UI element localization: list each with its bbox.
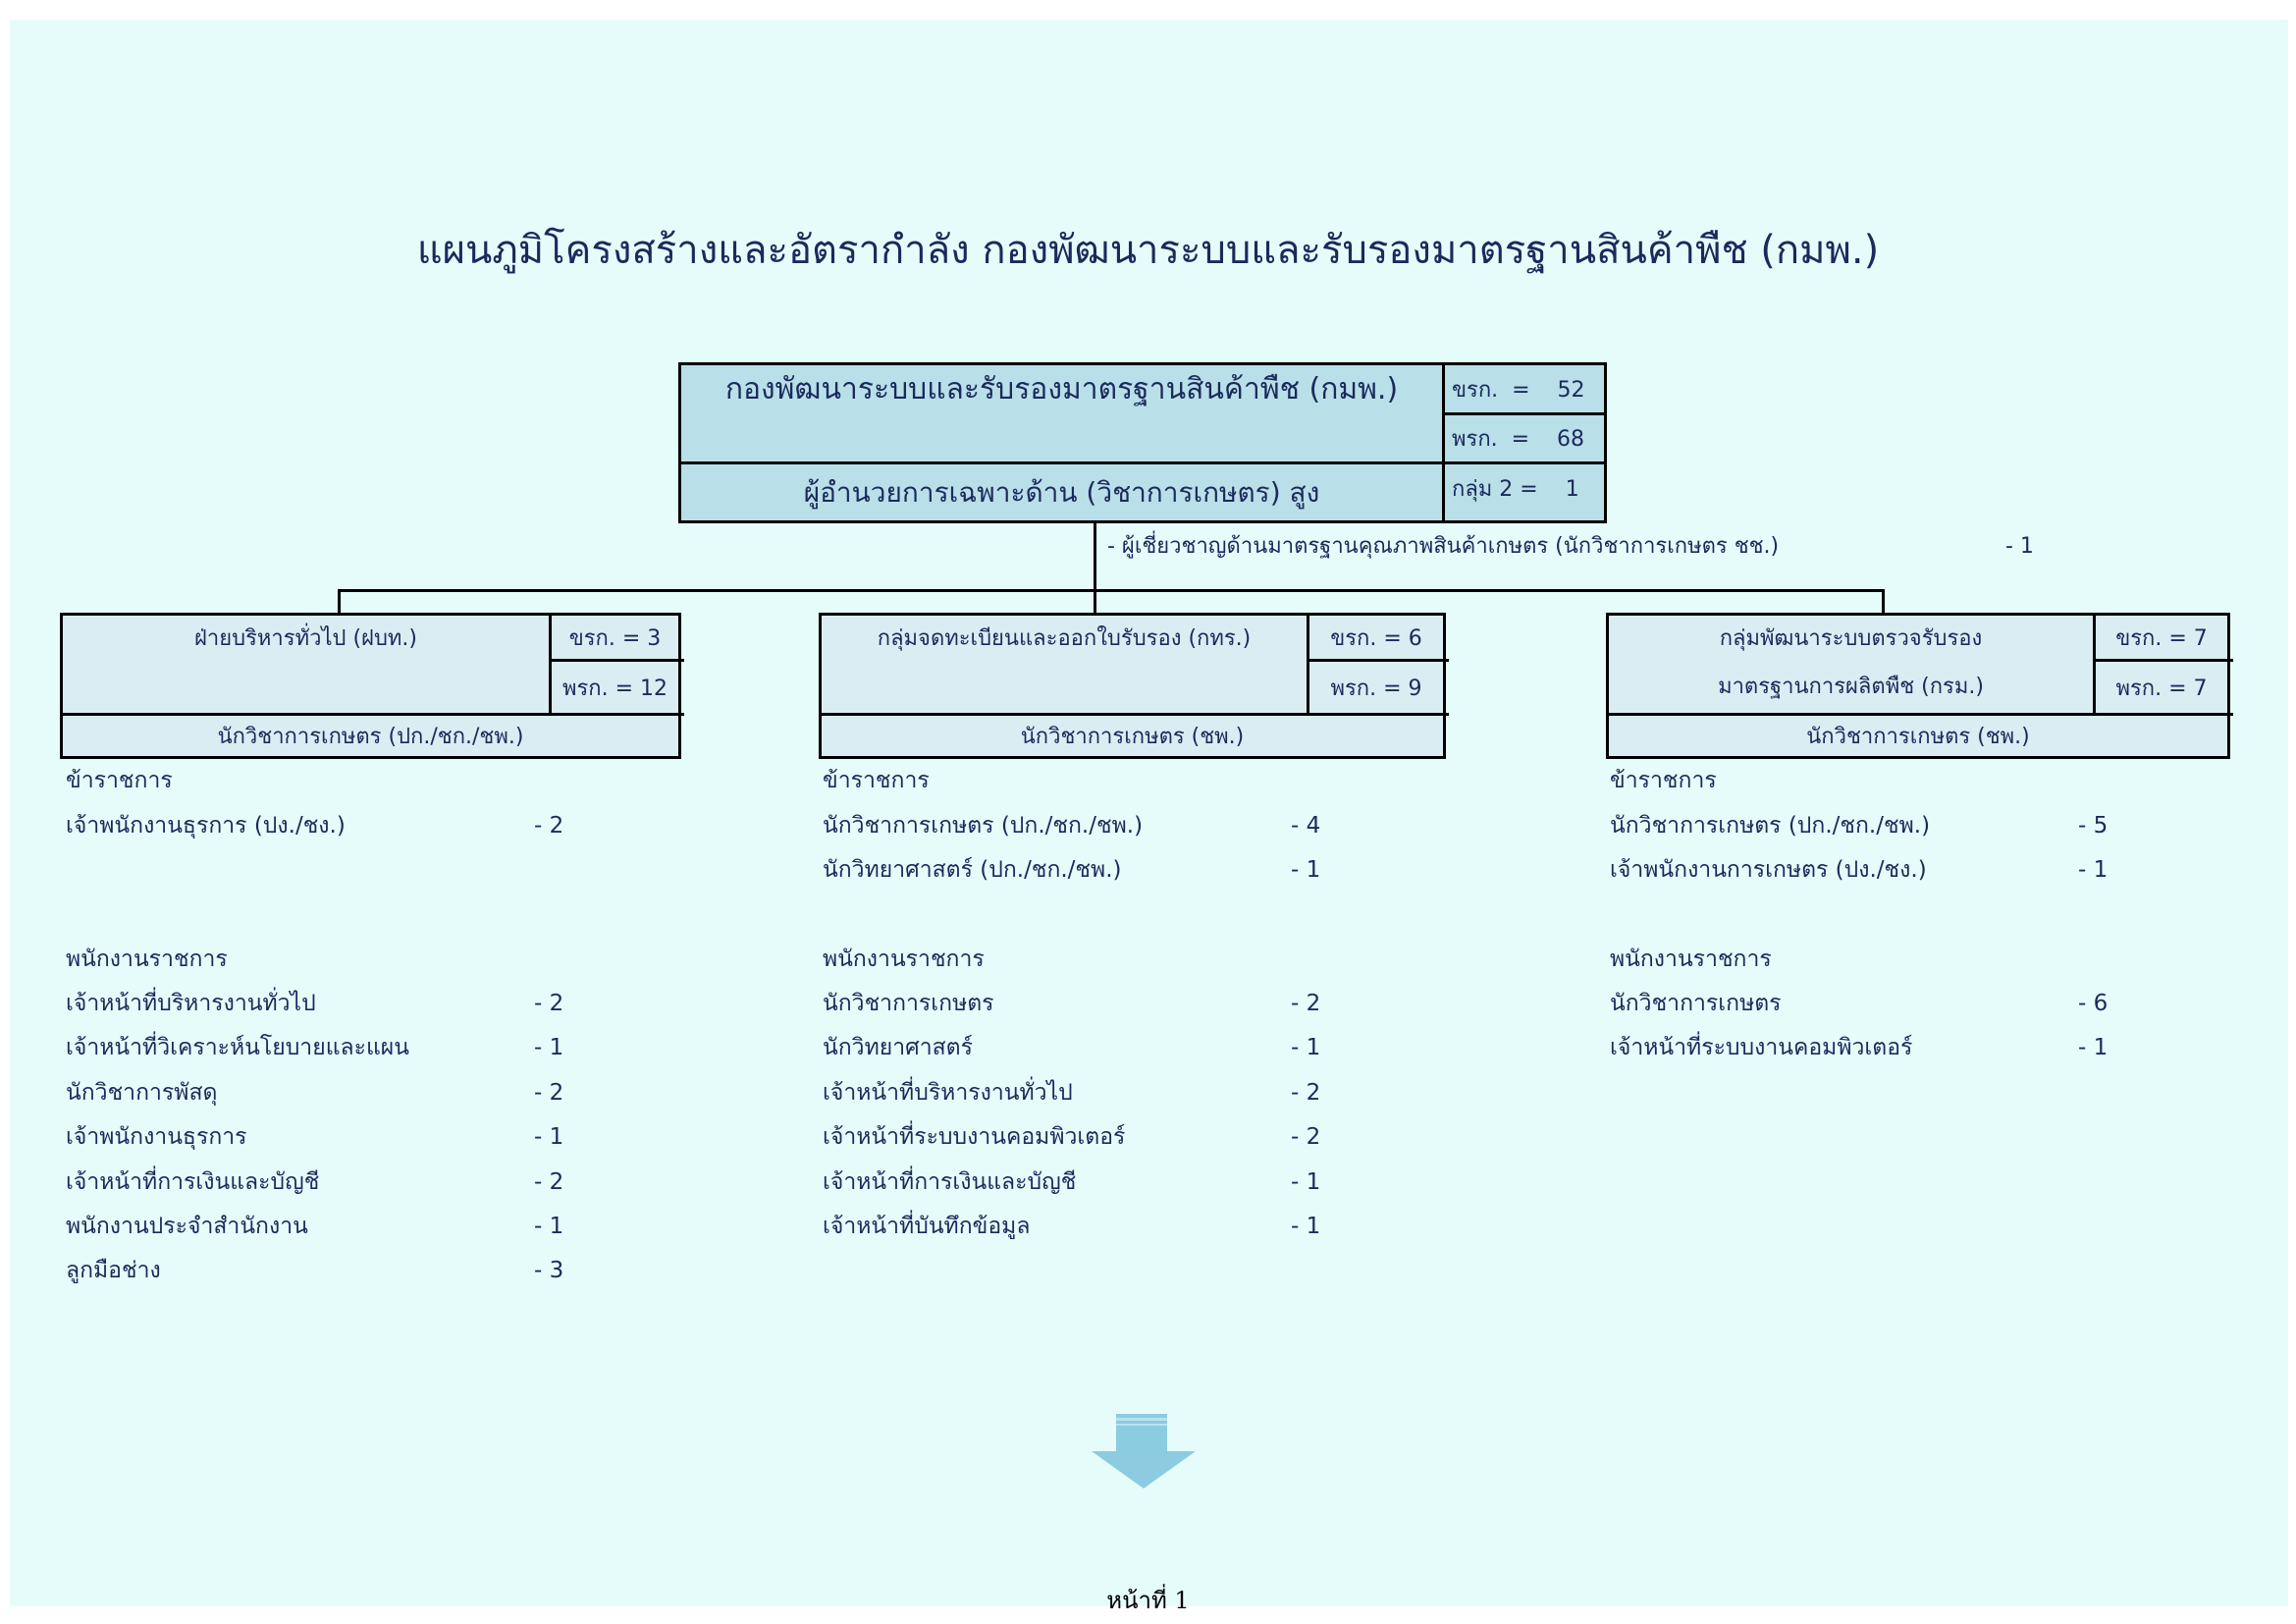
list-item-title: เจ้าพนักงานธุรการ (ปง./ชง.) — [66, 813, 346, 839]
list-item-count: - 1 — [1291, 1168, 1321, 1195]
list-item-count: - 4 — [1291, 813, 1321, 839]
list-item-title: นักวิทยาศาสตร์ (ปก./ชก./ชพ.) — [823, 857, 1122, 884]
unit-name-line1: ฝ่ายบริหารทั่วไป (ฝบท.) — [194, 625, 417, 651]
expert-note: - ผู้เชี่ยวชาญด้านมาตรฐานคุณภาพสินค้าเกษ… — [1107, 534, 1780, 559]
page-number: หน้าที่ 1 — [1106, 1587, 1190, 1614]
unit-box: กลุ่มพัฒนาระบบตรวจรับรอง มาตรฐานการผลิตพ… — [1606, 613, 2233, 759]
list-item-count: - 1 — [2078, 857, 2109, 884]
list-item-title: นักวิชาการเกษตร — [823, 991, 994, 1016]
list-item-title: เจ้าหน้าที่ระบบงานคอมพิวเตอร์ — [1610, 1035, 1913, 1061]
list-item-count: - 1 — [1291, 857, 1321, 884]
list-item-count: - 1 — [1291, 1214, 1321, 1239]
connector-vertical-main — [1094, 523, 1096, 614]
list-item-count: - 2 — [534, 991, 564, 1016]
unit-box: ฝ่ายบริหารทั่วไป (ฝบท.) ขรก. = 3 พรก. = … — [60, 613, 684, 759]
list-item-title: นักวิทยาศาสตร์ — [823, 1035, 973, 1061]
main-unit-name: กองพัฒนาระบบและรับรองมาตรฐานสินค้าพืช (ก… — [724, 371, 1399, 406]
list-item-count: - 2 — [1291, 1124, 1321, 1151]
unit-employees-count: พรก. = 12 — [561, 676, 668, 701]
list-item-title: เจ้าพนักงานธุรการ — [66, 1124, 247, 1151]
list-item-count: - 1 — [2078, 1035, 2109, 1061]
unit-officials-count: ขรก. = 6 — [1330, 625, 1422, 651]
civil-servant-header: ข้าราชการ — [66, 768, 173, 793]
gov-employee-header: พนักงานราชการ — [823, 947, 985, 972]
list-item-title: พนักงานประจำสำนักงาน — [66, 1214, 308, 1239]
list-item-count: - 3 — [534, 1258, 564, 1284]
list-item-title: เจ้าหน้าที่บริหารงานทั่วไป — [823, 1079, 1073, 1106]
list-item-count: - 1 — [534, 1035, 564, 1061]
list-item-title: เจ้าหน้าที่การเงินและบัญชี — [823, 1168, 1077, 1195]
main-head-group: กลุ่ม 2 = 1 — [1452, 476, 1579, 502]
list-item-count: - 1 — [1291, 1035, 1321, 1061]
list-item-count: - 2 — [534, 1079, 564, 1106]
list-item-count: - 2 — [534, 1168, 564, 1195]
expert-count: - 1 — [2005, 534, 2034, 559]
list-item-count: - 2 — [1291, 991, 1321, 1016]
list-item-title: เจ้าพนักงานการเกษตร (ปง./ชง.) — [1610, 857, 1927, 884]
civil-servant-header: ข้าราชการ — [1610, 768, 1717, 793]
unit-box: กลุ่มจดทะเบียนและออกใบรับรอง (กทร.) ขรก.… — [819, 613, 1449, 759]
unit-name-line2: มาตรฐานการผลิตพืช (กรม.) — [1718, 675, 1984, 699]
page — [10, 20, 2288, 1606]
main-unit-box: กองพัฒนาระบบและรับรองมาตรฐานสินค้าพืช (ก… — [678, 362, 1607, 523]
civil-servant-header: ข้าราชการ — [823, 768, 930, 793]
gov-employee-header: พนักงานราชการ — [66, 947, 228, 972]
arrow-down-icon[interactable] — [1090, 1414, 1198, 1492]
list-item-title: นักวิชาการพัสดุ — [66, 1079, 218, 1106]
list-item-title: นักวิชาการเกษตร — [1610, 991, 1782, 1016]
unit-head-position: นักวิชาการเกษตร (ปก./ชก./ชพ.) — [217, 725, 524, 749]
list-item-title: เจ้าหน้าที่การเงินและบัญชี — [66, 1168, 320, 1195]
list-item-count: - 5 — [2078, 813, 2109, 839]
list-item-count: - 2 — [534, 813, 564, 839]
list-item-title: เจ้าหน้าที่ระบบงานคอมพิวเตอร์ — [823, 1124, 1126, 1151]
list-item-title: นักวิชาการเกษตร (ปก./ชก./ชพ.) — [1610, 813, 1931, 839]
list-item-count: - 2 — [1291, 1079, 1321, 1106]
list-item-title: เจ้าหน้าที่วิเคราะห์นโยบายและแผน — [66, 1035, 409, 1061]
unit-employees-count: พรก. = 9 — [1330, 676, 1422, 701]
main-officials-count: ขรก. = 52 — [1452, 377, 1585, 403]
unit-head-position: นักวิชาการเกษตร (ชพ.) — [1806, 725, 2030, 749]
connector-drop-1 — [338, 589, 341, 614]
unit-employees-count: พรก. = 7 — [2115, 676, 2208, 701]
list-item-title: นักวิชาการเกษตร (ปก./ชก./ชพ.) — [823, 813, 1144, 839]
unit-officials-count: ขรก. = 3 — [568, 625, 662, 651]
connector-drop-3 — [1882, 589, 1885, 614]
main-employees-count: พรก. = 68 — [1452, 427, 1585, 452]
main-head-position: ผู้อำนวยการเฉพาะด้าน (วิชาการเกษตร) สูง — [803, 475, 1320, 509]
unit-officials-count: ขรก. = 7 — [2115, 625, 2208, 651]
gov-employee-header: พนักงานราชการ — [1610, 947, 1772, 972]
page-title: แผนภูมิโครงสร้างและอัตรากำลัง กองพัฒนาระ… — [416, 228, 1880, 273]
list-item-count: - 6 — [2078, 991, 2109, 1016]
list-item-count: - 1 — [534, 1214, 564, 1239]
list-item-title: เจ้าหน้าที่บริหารงานทั่วไป — [66, 991, 316, 1016]
list-item-count: - 1 — [534, 1124, 564, 1151]
unit-head-position: นักวิชาการเกษตร (ชพ.) — [1020, 725, 1245, 749]
list-item-title: เจ้าหน้าที่บันทึกข้อมูล — [823, 1214, 1031, 1239]
unit-name-line1: กลุ่มจดทะเบียนและออกใบรับรอง (กทร.) — [877, 625, 1252, 651]
unit-name-line1: กลุ่มพัฒนาระบบตรวจรับรอง — [1719, 625, 1983, 651]
connector-horizontal — [338, 589, 1885, 592]
list-item-title: ลูกมือช่าง — [66, 1258, 161, 1284]
